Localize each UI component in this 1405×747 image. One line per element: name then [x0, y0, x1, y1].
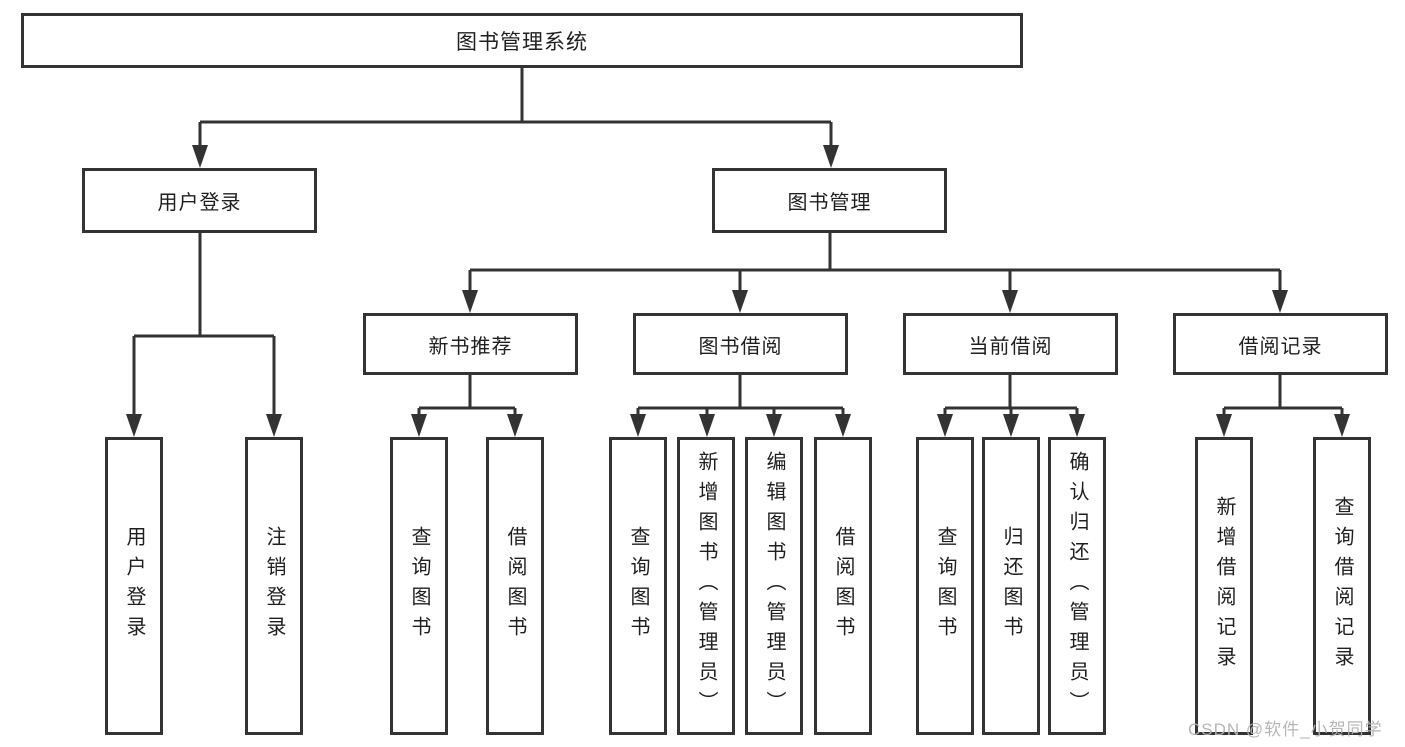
- connector-bookborrow-to-leaves: [636, 375, 845, 424]
- leaf-label: 新增借阅记录: [1213, 496, 1235, 676]
- leaf-current-return-books: 归还图书: [982, 437, 1040, 735]
- csdn-watermark: CSDN @软件_小贺同学: [1188, 720, 1383, 739]
- leaf-current-query-books: 查询图书: [916, 437, 974, 735]
- arrowhead: [766, 414, 782, 437]
- leaf-label: 查询图书: [934, 526, 956, 646]
- leaf-label: 借阅图书: [504, 526, 526, 646]
- leaf-label: 新增图书（管理员）: [695, 451, 717, 721]
- arrowhead: [937, 414, 953, 437]
- arrowhead: [1216, 414, 1232, 437]
- leaf-current-confirm-return-admin: 确认归还（管理员）: [1048, 437, 1106, 735]
- arrowhead: [507, 414, 523, 437]
- node-book-borrow: 图书借阅: [633, 313, 848, 375]
- node-borrow-records: 借阅记录: [1173, 313, 1388, 375]
- arrowhead: [1272, 290, 1288, 313]
- leaf-logout: 注销登录: [245, 437, 303, 735]
- arrowhead: [1069, 414, 1085, 437]
- node-root-title: 图书管理系统: [21, 13, 1023, 68]
- leaf-borrow-edit-books-admin: 编辑图书（管理员）: [745, 437, 803, 735]
- arrowhead: [1334, 414, 1350, 437]
- node-book-management: 图书管理: [712, 168, 947, 233]
- leaf-newbook-borrow-books: 借阅图书: [486, 437, 544, 735]
- leaf-label: 借阅图书: [832, 526, 854, 646]
- node-current-borrow: 当前借阅: [903, 313, 1118, 375]
- leaf-newbook-query-books: 查询图书: [390, 437, 448, 735]
- connector-bookmgmt-to-level3: [468, 233, 1282, 300]
- arrowhead: [823, 145, 839, 168]
- leaf-label: 查询图书: [627, 526, 649, 646]
- leaf-record-query-borrow-record: 查询借阅记录: [1313, 437, 1371, 735]
- node-new-book-recommend: 新书推荐: [363, 313, 578, 375]
- arrowhead: [411, 414, 427, 437]
- node-user-login: 用户登录: [82, 168, 317, 233]
- arrowhead: [266, 414, 282, 437]
- leaf-borrow-query-books: 查询图书: [609, 437, 667, 735]
- leaf-label: 编辑图书（管理员）: [763, 451, 785, 721]
- leaf-label: 查询借阅记录: [1331, 496, 1353, 676]
- leaf-borrow-borrow-books: 借阅图书: [814, 437, 872, 735]
- connector-newbook-to-leaves: [417, 375, 517, 424]
- arrowhead: [192, 145, 208, 168]
- arrowhead: [630, 414, 646, 437]
- arrowhead: [462, 290, 478, 313]
- connector-borrowrecord-to-leaves: [1222, 375, 1344, 424]
- leaf-label: 确认归还（管理员）: [1066, 451, 1088, 721]
- leaf-label: 注销登录: [263, 526, 285, 646]
- arrowhead: [699, 414, 715, 437]
- leaf-user-login: 用户登录: [105, 437, 163, 735]
- leaf-record-add-borrow-record: 新增借阅记录: [1195, 437, 1253, 735]
- leaf-label: 归还图书: [1000, 526, 1022, 646]
- arrowhead: [1002, 290, 1018, 313]
- leaf-label: 用户登录: [123, 526, 145, 646]
- arrowhead: [126, 414, 142, 437]
- leaf-borrow-add-books-admin: 新增图书（管理员）: [677, 437, 735, 735]
- leaf-label: 查询图书: [408, 526, 430, 646]
- connector-userlogin-to-leaves: [132, 233, 276, 424]
- arrowhead: [732, 290, 748, 313]
- connector-root-to-level2: [198, 68, 833, 150]
- arrowhead: [1003, 414, 1019, 437]
- arrowhead: [835, 414, 851, 437]
